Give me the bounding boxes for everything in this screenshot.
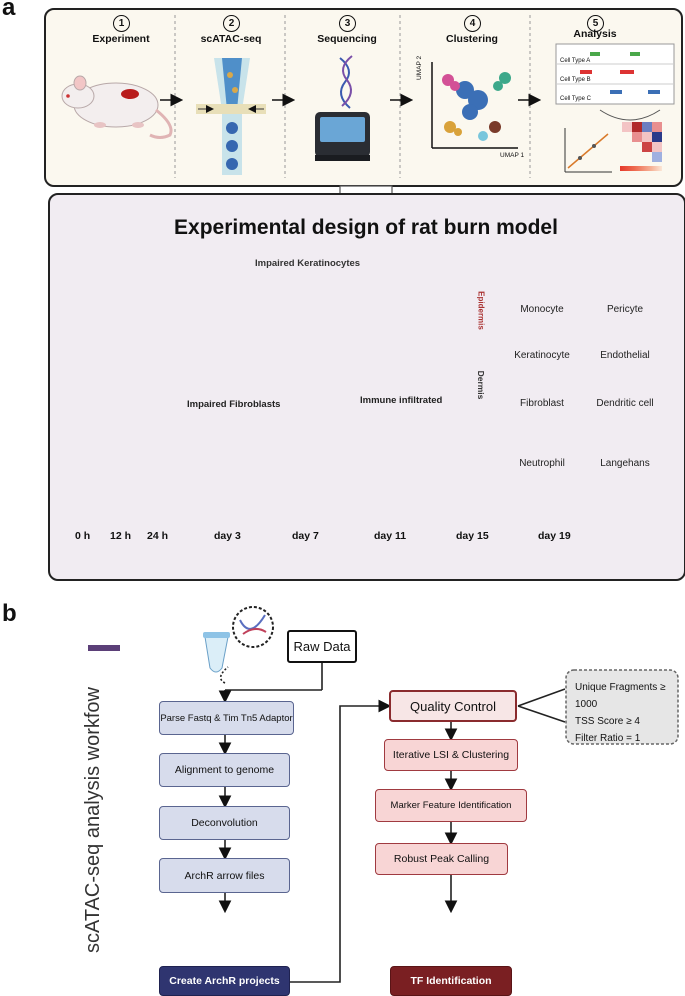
experimental-design-panel	[48, 193, 685, 581]
step-alignment: Alignment to genome	[159, 753, 290, 787]
label-dermis: Dermis	[476, 370, 486, 400]
step-title-scatac: scATAC-seq	[200, 33, 262, 45]
timeline-24h: 24 h	[147, 530, 169, 542]
timeline-0h: 0 h	[75, 530, 91, 542]
timeline-day7: day 7	[292, 530, 319, 542]
umap-y-label: UMAP 2	[416, 55, 423, 80]
timeline-12h: 12 h	[110, 530, 132, 542]
cell-label-fibroblast: Fibroblast	[520, 398, 564, 409]
step-peak-calling: Robust Peak Calling	[375, 843, 508, 875]
cell-label-neutrophil: Neutrophil	[519, 458, 565, 469]
qc-filter-ratio: Filter Ratio = 1	[575, 733, 641, 744]
panel-letter-b: b	[2, 600, 17, 627]
label-epidermis: Epidermis	[476, 291, 486, 330]
step-title-sequencing: Sequencing	[317, 33, 377, 45]
step-tf-identification: TF Identification	[390, 966, 512, 996]
step-number-2: 2	[223, 15, 240, 32]
step-create-projects: Create ArchR projects	[159, 966, 290, 996]
cell-label-dendritic: Dendritic cell	[596, 398, 654, 409]
label-immune: Immune infiltrated	[360, 395, 443, 406]
step-title-experiment: Experiment	[92, 33, 150, 45]
step-number-4: 4	[464, 15, 481, 32]
raw-data-box: Raw Data	[287, 630, 357, 663]
timeline-day3: day 3	[214, 530, 241, 542]
timeline-day19: day 19	[538, 530, 571, 542]
qc-criteria-box	[565, 669, 679, 745]
label-fibroblasts: Impaired Fibroblasts	[187, 399, 281, 410]
flow-connectors	[218, 663, 566, 983]
umap-plot	[431, 62, 518, 149]
step-parse-fastq: Parse Fastq & Tim Tn5 Adaptor	[159, 701, 294, 735]
step-title-analysis: Analysis	[573, 28, 617, 40]
label-keratinocytes: Impaired Keratinocytes	[255, 258, 361, 269]
umap-x-label: UMAP 1	[500, 152, 525, 159]
cell-label-pericyte: Pericyte	[606, 304, 644, 315]
sidebar-color-bar	[88, 645, 120, 651]
step-number-3: 3	[339, 15, 356, 32]
sequencer-illustration	[315, 55, 370, 161]
cell-label-keratinocyte: Keratinocyte	[514, 350, 570, 361]
microfluidic-illustration	[196, 58, 266, 175]
analysis-row-a: Cell Type A	[560, 58, 591, 64]
panel-letter-a: a	[2, 0, 16, 21]
rat-illustration	[61, 75, 173, 139]
timeline-day15: day 15	[456, 530, 489, 542]
cell-label-endothelial: Endothelial	[600, 350, 650, 361]
analysis-row-b: Cell Type B	[560, 77, 591, 83]
step-quality-control: Quality Control	[389, 690, 517, 722]
sidebar-workflow-label: scATAC-seq analysis workfow	[82, 687, 104, 953]
cell-label-langerhans: Langehans	[600, 458, 650, 469]
qc-criteria-list: Unique Fragments ≥ 1000 TSS Score ≥ 4 Fi…	[575, 679, 685, 747]
analysis-illustration	[555, 43, 675, 173]
step-marker-feature: Marker Feature Identification	[375, 789, 527, 822]
step-number-5: 5	[587, 15, 604, 32]
step-arrow-files: ArchR arrow files	[159, 858, 290, 893]
qc-tss-score: TSS Score ≥ 4	[575, 716, 640, 727]
design-title: Experimental design of rat burn model	[174, 216, 558, 239]
step-deconvolution: Deconvolution	[159, 806, 290, 840]
step-title-clustering: Clustering	[446, 33, 498, 45]
analysis-row-c: Cell Type C	[560, 96, 591, 102]
qc-unique-fragments: Unique Fragments ≥ 1000	[575, 682, 666, 710]
step-number-1: 1	[113, 15, 130, 32]
step-iterative-lsi: Iterative LSI & Clustering	[384, 739, 518, 771]
sample-tube-icon	[203, 606, 274, 673]
timeline-day11: day 11	[374, 530, 407, 542]
cell-label-monocyte: Monocyte	[520, 304, 564, 315]
